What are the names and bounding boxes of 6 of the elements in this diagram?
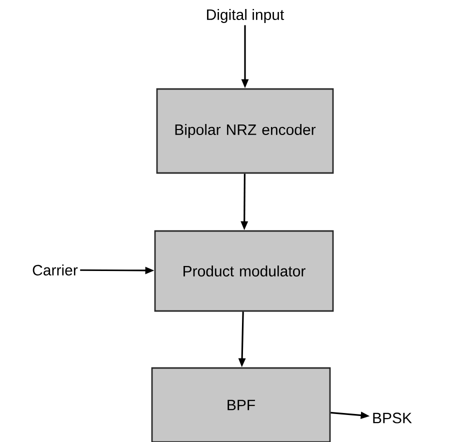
input-label: Digital input — [207, 9, 284, 23]
block-box: BPF — [151, 367, 331, 442]
block-box: Product modulator — [154, 230, 334, 312]
signal-label: Carrier — [32, 264, 78, 276]
block-box: Bipolar NRZ encoder — [156, 88, 334, 174]
signal-label: BPSK — [373, 412, 412, 424]
